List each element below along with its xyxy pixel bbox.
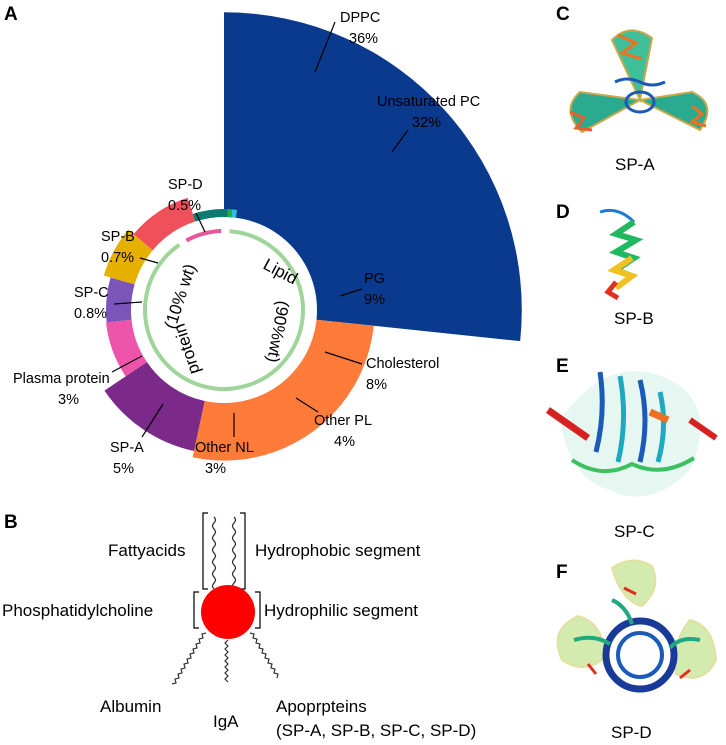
leader-sp-d [195, 212, 206, 233]
slice-other-nl [106, 277, 135, 323]
label-dppc-pct: 36% [349, 31, 378, 47]
label-phosphatidylcholine: Phosphatidylcholine [2, 601, 153, 620]
bracket-fattyacids [202, 512, 208, 590]
label-unsat-pc-pct: 32% [412, 115, 441, 131]
panel-label-d: D [556, 202, 570, 223]
leader-other-pl [295, 397, 319, 413]
panel-label-b: B [4, 512, 18, 533]
label-sp-d-name: SP-D [168, 177, 203, 193]
label-hydrophilic-segment: Hydrophilic segment [264, 601, 418, 620]
fatty-acid-tail-left [211, 516, 217, 590]
label-apoproteins: Apoprpteins [276, 697, 367, 716]
panel-label-e: E [556, 356, 569, 377]
composition-chart [103, 12, 522, 461]
label-unsat-pc-name: Unsaturated PC [377, 94, 480, 110]
label-sp-b-name: SP-B [101, 229, 135, 245]
caption-sp-a: SP-A [615, 155, 655, 174]
leader-sp-c [113, 301, 143, 305]
slice-unsaturated-pc [224, 12, 522, 342]
iga-chain [224, 639, 229, 683]
label-dppc-name: DPPC [340, 10, 380, 26]
ring-protein-label: protein [170, 321, 204, 376]
label-apoproteins-list: (SP-A, SP-B, SP-C, SP-D) [276, 721, 476, 740]
label-sp-c-name: SP-C [74, 285, 109, 301]
panel-label-c: C [556, 4, 570, 25]
label-sp-a-name: SP-A [110, 440, 144, 456]
slice-cholesterol [104, 362, 205, 452]
leader-cholesterol [324, 351, 363, 365]
label-albumin: Albumin [100, 697, 161, 716]
label-sp-c-pct: 0.8% [74, 306, 107, 322]
label-pg-name: PG [364, 271, 385, 287]
caption-sp-d: SP-D [611, 723, 652, 742]
label-sp-b-pct: 0.7% [101, 250, 134, 266]
albumin-chain [171, 632, 207, 685]
slice-sp-a [103, 229, 153, 285]
sp-a-structure-image [569, 29, 709, 134]
panel-label-a: A [4, 4, 18, 25]
bracket-hydrophilic [255, 591, 261, 629]
slice-sp-b [227, 209, 233, 218]
ring-protein-sub: (10% wt) [161, 262, 200, 332]
leader-lines [111, 21, 409, 438]
leader-sp-a [141, 403, 164, 438]
label-other-nl-name: Other NL [195, 440, 254, 456]
slice-other-pl [106, 319, 147, 377]
label-iga: IgA [213, 712, 239, 731]
label-sp-d-pct: 0.5% [168, 198, 201, 214]
label-other-pl-pct: 4% [334, 434, 355, 450]
sp-d-structure-image [556, 559, 718, 693]
ring-protein [185, 229, 222, 243]
label-sp-a-pct: 5% [113, 461, 134, 477]
leader-unsat-pc [391, 129, 409, 153]
leader-sp-b [139, 257, 159, 264]
phosphatidylcholine-head [201, 585, 255, 639]
apoprotein-chain [249, 632, 279, 679]
label-other-nl-pct: 3% [205, 461, 226, 477]
label-other-pl-name: Other PL [314, 413, 372, 429]
label-pg-pct: 9% [364, 292, 385, 308]
slice-sp-d [231, 209, 238, 218]
label-plasma-protein-name: Plasma protein [13, 371, 110, 387]
slice-sp-c [192, 208, 228, 222]
phospholipid-diagram [171, 512, 279, 685]
fatty-acid-tail-right [231, 516, 237, 590]
panel-label-f: F [556, 562, 568, 583]
leader-pg [339, 288, 363, 297]
sp-c-structure-image [545, 371, 718, 497]
caption-sp-c: SP-C [614, 522, 655, 541]
leader-dppc [314, 21, 336, 73]
bracket-phosphatidylcholine [193, 591, 199, 629]
leader-plasma-protein [111, 355, 143, 373]
ring-lipid-label: Lipid [260, 255, 301, 289]
label-fattyacids: Fattyacids [108, 541, 185, 560]
sp-b-structure-image [599, 208, 644, 301]
bracket-hydrophobic [240, 512, 246, 590]
label-cholesterol-name: Cholesterol [366, 356, 439, 372]
slice-pg [192, 319, 374, 461]
caption-sp-b: SP-B [614, 309, 654, 328]
label-plasma-protein-pct: 3% [58, 392, 79, 408]
slice-plasma-protein [133, 197, 196, 251]
label-cholesterol-pct: 8% [366, 377, 387, 393]
label-hydrophobic-segment: Hydrophobic segment [255, 541, 421, 560]
slice-labels: DPPC 36% Unsaturated PC 32% PG 9% Choles… [13, 10, 480, 477]
